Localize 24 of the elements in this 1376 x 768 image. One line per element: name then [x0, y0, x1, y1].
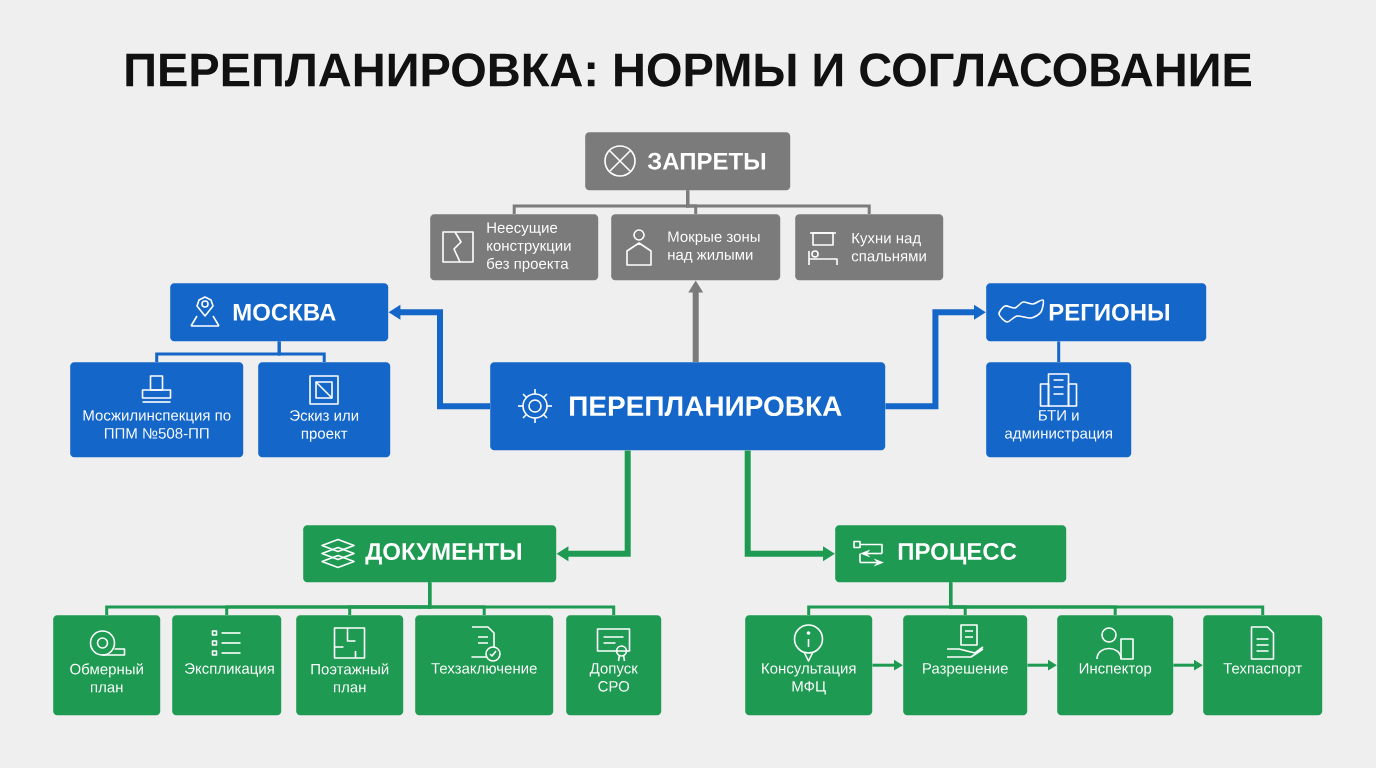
connector-line [1057, 341, 1061, 362]
category-box: ПРОЦЕСС [835, 525, 1067, 583]
connector-line [949, 582, 1265, 615]
item-box: БТИ и администрация [986, 362, 1132, 458]
item-box: Поэтажный план [296, 615, 404, 716]
item-box: Техпаспорт [1203, 615, 1323, 716]
item-box: Мосжилинспекция по ППМ №508-ПП [70, 362, 244, 458]
item-box: Консультация МФЦ [745, 615, 873, 716]
category-box: ЗАПРЕТЫ [585, 132, 791, 191]
connector-line [277, 341, 326, 362]
title: ПЕРЕПЛАНИРОВКА: НОРМЫ И СОГЛАСОВАНИЕ [126, 53, 1251, 87]
item-box: Обмерный план [53, 615, 161, 716]
item-box: Разрешение [903, 615, 1028, 716]
item-box: Допуск СРО [566, 615, 662, 716]
item-box: Эскиз или проект [258, 362, 391, 458]
item-box: Инспектор [1057, 615, 1174, 716]
category-box: РЕГИОНЫ [986, 283, 1207, 342]
connector-line [428, 582, 616, 615]
item-box: Техзаключение [415, 615, 554, 716]
connector-line [686, 190, 871, 214]
category-box: МОСКВА [170, 283, 389, 342]
item-box: Экспликация [172, 615, 282, 716]
category-box: ДОКУМЕНТЫ [303, 525, 557, 583]
category-box: ПЕРЕПЛАНИРОВКА [490, 362, 886, 451]
